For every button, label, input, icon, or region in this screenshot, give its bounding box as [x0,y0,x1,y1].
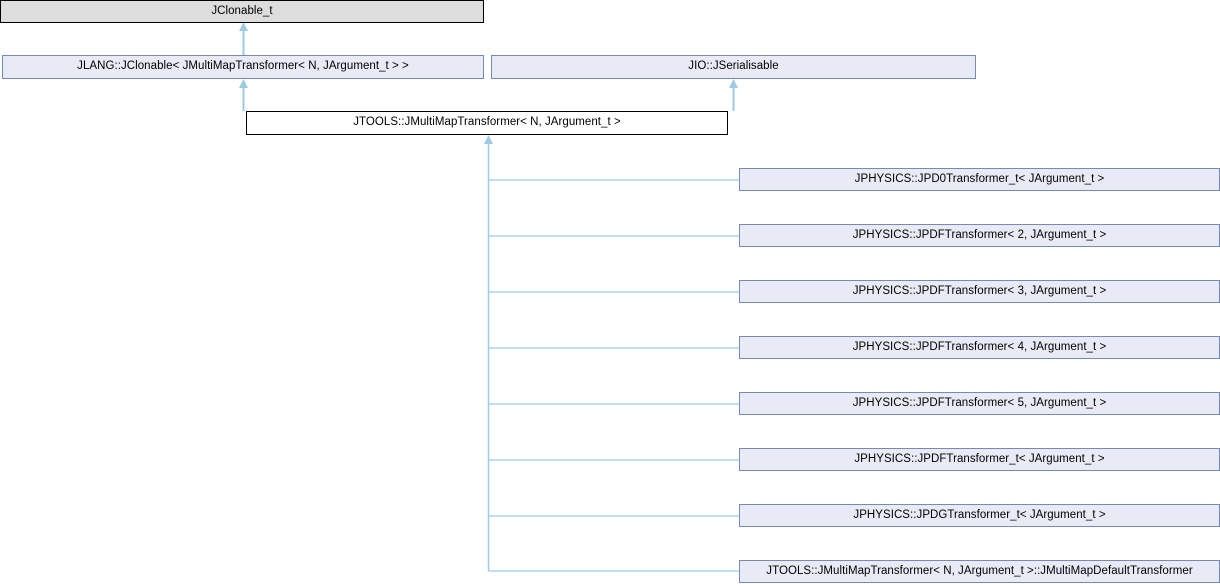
class-node-jclonable-t[interactable]: JClonable_t [0,0,484,23]
class-node-label: JTOOLS::JMultiMapTransformer< N, JArgume… [353,116,621,129]
class-node-label: JPHYSICS::JPDFTransformer< 2, JArgument_… [852,228,1107,241]
class-node-derived[interactable]: JPHYSICS::JPDFTransformer< 4, JArgument_… [739,336,1220,359]
class-node-derived[interactable]: JPHYSICS::JPD0Transformer_t< JArgument_t… [739,168,1220,191]
class-node-label: JPHYSICS::JPDFTransformer< 3, JArgument_… [852,284,1107,297]
class-node-label: JIO::JSerialisable [688,60,779,73]
edge-jlang-jclonable-to-jmultimaptransformer [239,79,248,111]
class-node-jtools-jmultimaptransformer[interactable]: JTOOLS::JMultiMapTransformer< N, JArgume… [246,111,728,135]
class-node-label: JPHYSICS::JPDFTransformer_t< JArgument_t… [854,452,1105,465]
class-node-derived[interactable]: JPHYSICS::JPDFTransformer< 2, JArgument_… [739,224,1220,247]
class-node-jlang-jclonable[interactable]: JLANG::JClonable< JMultiMapTransformer< … [2,55,484,79]
class-node-derived[interactable]: JPHYSICS::JPDGTransformer_t< JArgument_t… [739,504,1220,527]
class-node-derived[interactable]: JPHYSICS::JPDFTransformer< 3, JArgument_… [739,280,1220,303]
class-node-label: JPHYSICS::JPDFTransformer< 4, JArgument_… [852,340,1107,353]
class-node-label: JClonable_t [211,4,273,17]
edge-jio-jserialisable-to-jmultimaptransformer [729,79,738,111]
class-node-label: JPHYSICS::JPDFTransformer< 5, JArgument_… [852,396,1107,409]
edge-trunk [484,135,493,571]
class-node-derived[interactable]: JPHYSICS::JPDFTransformer_t< JArgument_t… [739,448,1220,471]
class-node-label: JPHYSICS::JPD0Transformer_t< JArgument_t… [854,172,1105,185]
class-node-label: JLANG::JClonable< JMultiMapTransformer< … [77,60,409,73]
edge-root-to-jlang-jclonable [239,22,248,55]
class-node-jio-jserialisable[interactable]: JIO::JSerialisable [491,55,976,79]
class-node-label: JTOOLS::JMultiMapTransformer< N, JArgume… [766,564,1193,577]
class-node-label: JPHYSICS::JPDGTransformer_t< JArgument_t… [853,508,1106,521]
edge-branches [488,179,739,572]
class-node-derived[interactable]: JTOOLS::JMultiMapTransformer< N, JArgume… [739,560,1220,583]
class-node-derived[interactable]: JPHYSICS::JPDFTransformer< 5, JArgument_… [739,392,1220,415]
